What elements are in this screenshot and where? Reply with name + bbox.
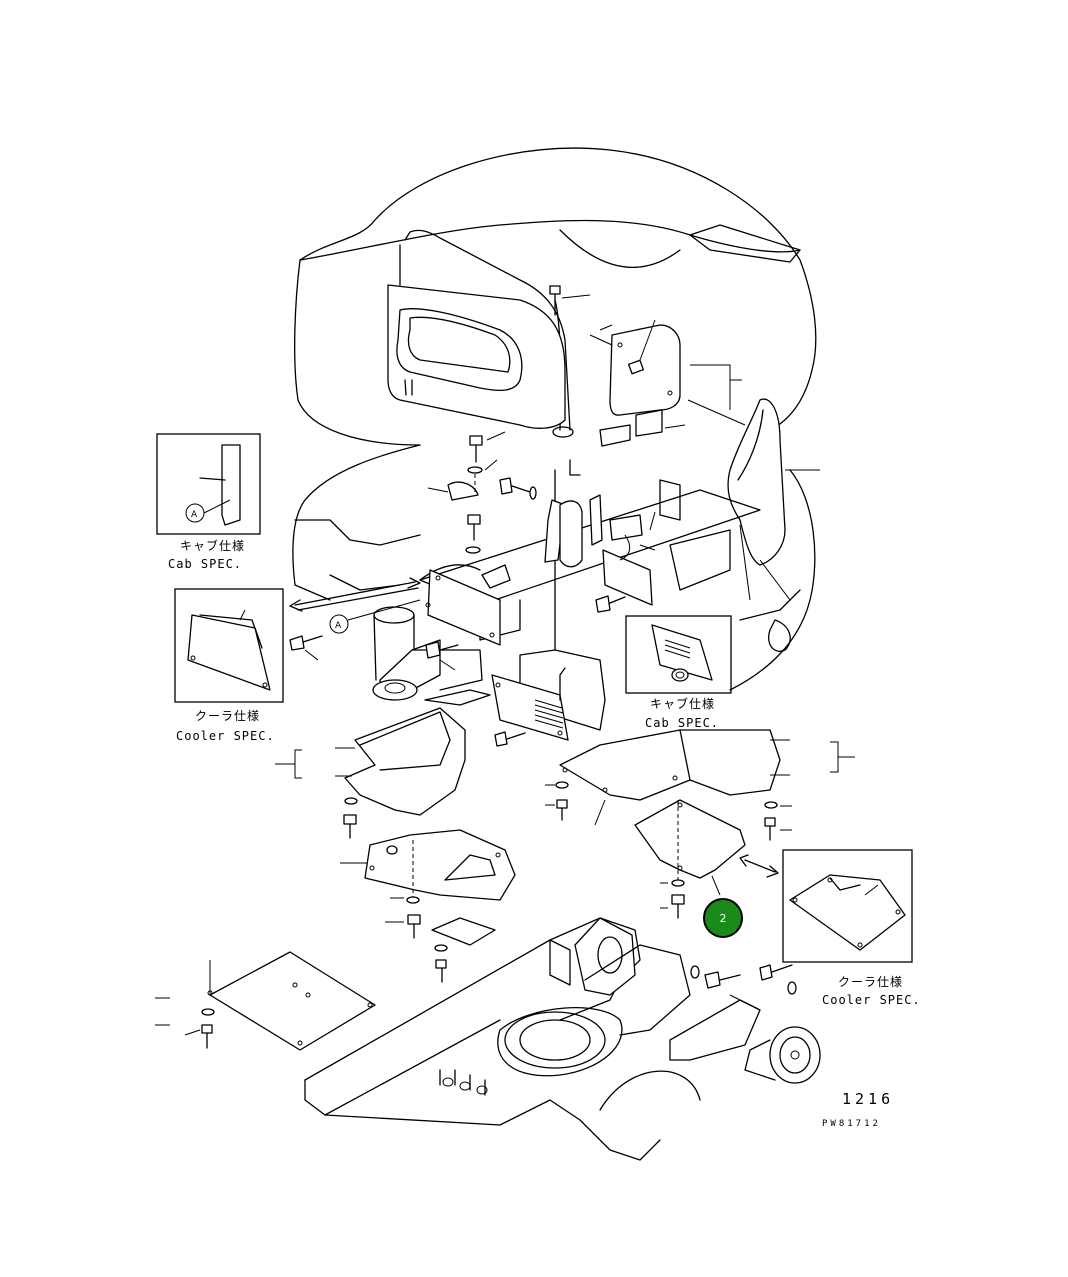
rear-panel bbox=[387, 284, 566, 429]
inset-cooler-right-label-en: Cooler SPEC. bbox=[822, 993, 921, 1007]
inset-cab-spec-mid bbox=[625, 615, 732, 694]
inset-cooler-label-jp: クーラ仕様 bbox=[195, 709, 260, 723]
page-number: 1216 bbox=[842, 1090, 894, 1108]
callout-circle[interactable] bbox=[703, 898, 743, 938]
inset-cab-label-jp: キャブ仕様 bbox=[180, 538, 245, 553]
inset-cooler-label-en: Cooler SPEC. bbox=[176, 729, 275, 743]
counterweight-body bbox=[294, 147, 817, 446]
lower-left-plate bbox=[155, 951, 376, 1051]
inset-cooler-right-label-jp: クーラ仕様 bbox=[838, 975, 903, 989]
center-floor-panels bbox=[491, 649, 606, 747]
inset-cooler-spec-left bbox=[174, 588, 284, 703]
double-arrow-right bbox=[739, 854, 779, 878]
inset-cab-spec-top: A bbox=[156, 433, 261, 535]
right-under-plate bbox=[634, 799, 746, 919]
callout-number[interactable]: 2 bbox=[720, 912, 727, 925]
reference-mark-a-main bbox=[329, 614, 349, 634]
bolts-left bbox=[289, 595, 626, 671]
left-undercover bbox=[275, 707, 466, 816]
center-bottom-plate bbox=[559, 729, 855, 841]
left-bracket bbox=[425, 481, 511, 646]
bolt-stack-upper bbox=[465, 431, 537, 554]
left-access-plate bbox=[340, 829, 516, 983]
inset-cab-mid-label-jp: キャブ仕様 bbox=[650, 696, 715, 711]
highlight-callout[interactable]: 2 bbox=[703, 898, 743, 938]
reference-mark-a-label: A bbox=[191, 510, 198, 520]
inset-cab-mid-label-en: Cab SPEC. bbox=[645, 716, 719, 730]
lower-frame bbox=[304, 917, 821, 1161]
inset-cooler-spec-right bbox=[782, 849, 913, 963]
reference-mark-a-main-label: A bbox=[335, 621, 342, 631]
right-side-cover bbox=[727, 398, 820, 601]
drawing-code: PW81712 bbox=[822, 1119, 881, 1129]
bolt-top bbox=[549, 285, 591, 316]
bolts-left-lower bbox=[343, 781, 569, 839]
cover-plate-upper bbox=[589, 319, 746, 447]
double-arrow-left bbox=[289, 577, 421, 612]
inset-cab-label-en: Cab SPEC. bbox=[168, 557, 242, 571]
counterweight-lower bbox=[292, 444, 816, 691]
